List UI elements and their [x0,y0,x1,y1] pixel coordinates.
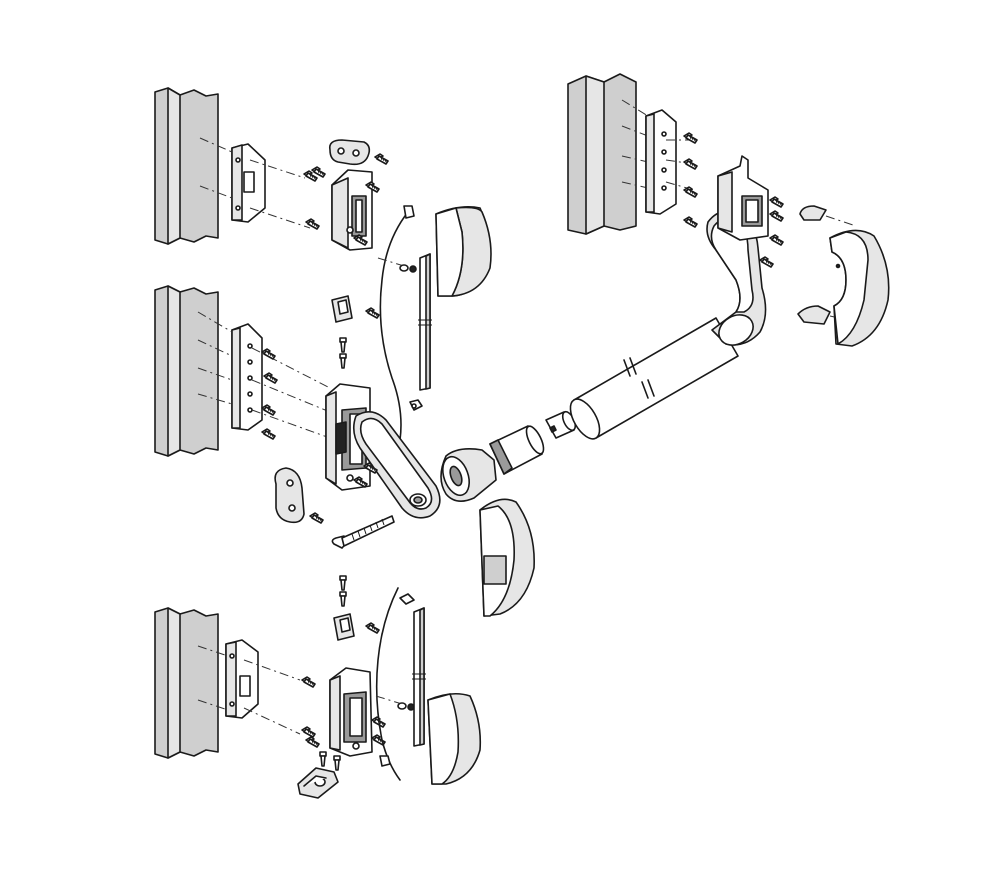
trumpet-end-cap [440,448,497,502]
end-bracket [717,155,769,241]
bottom-latch-unit [329,667,373,757]
cover-center [479,498,535,617]
lever-arm-right [706,210,767,346]
bumper-top [328,139,371,166]
long-bolt [331,515,395,549]
clip-lower-right [797,305,831,325]
clip-upper [331,295,353,323]
lever-arm-left [352,411,441,519]
frame-profile-top-right [567,73,637,235]
push-bar-tube [569,317,739,440]
clip-lower [333,613,355,641]
mounting-plate-middle [231,323,263,431]
tube-coupler [489,425,545,475]
strike-plate-top [231,143,266,223]
mounting-plate-right [645,109,677,215]
strike-plate-bottom [225,639,259,719]
bumper-middle [274,467,305,524]
vertical-rod-top [418,253,432,391]
vertical-rod-bottom [412,607,426,747]
floor-strike [297,767,339,799]
top-latch-unit [331,169,373,251]
frame-profile-top-left [154,87,219,245]
rod-guide-top [377,257,417,273]
rod-guide-bottom [375,695,415,711]
frame-profile-middle-left [154,285,219,457]
frame-profile-bottom-left [154,607,219,759]
cover-right [829,229,890,347]
cover-bottom [427,692,482,785]
rod-guide-middle [409,399,423,411]
cover-top [435,206,492,297]
cable-bottom [375,587,415,781]
clip-upper-right [799,205,827,221]
cable-top [379,205,415,441]
